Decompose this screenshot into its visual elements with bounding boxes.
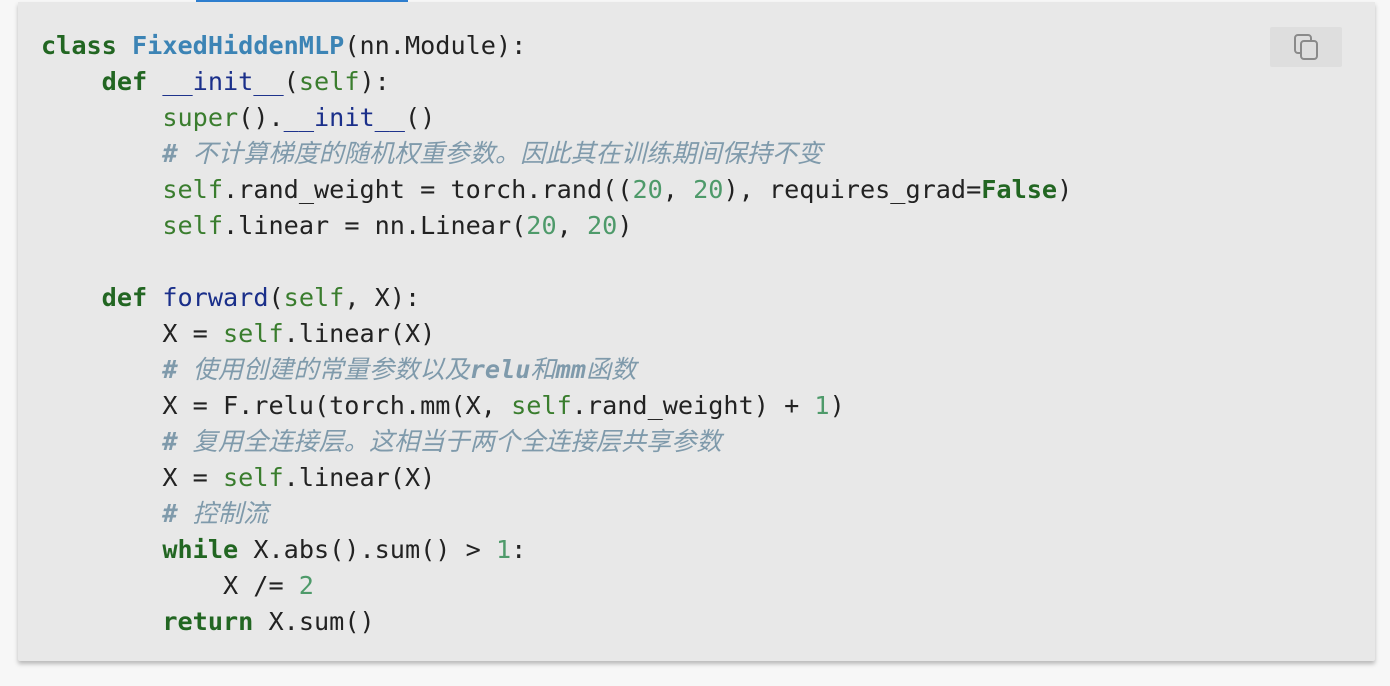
code-line: while X.abs().sum() > 1: (41, 532, 1072, 568)
code-line: # 使用创建的常量参数以及relu和mm函数 (41, 352, 1072, 388)
token-class-name: FixedHiddenMLP (132, 31, 345, 60)
token-code-text: X /= (41, 571, 299, 600)
token-keyword: def (101, 283, 148, 312)
code-block: class FixedHiddenMLP(nn.Module): def __i… (18, 2, 1375, 661)
token-code-text (147, 67, 162, 96)
token-code-text: .linear(X) (283, 463, 436, 492)
code-line: def forward(self, X): (41, 280, 1072, 316)
token-code-text: () (404, 103, 436, 132)
token-builtin: self (283, 283, 345, 312)
token-comment: # (162, 427, 193, 456)
token-keyword: class (41, 31, 117, 60)
token-builtin: self (162, 211, 223, 240)
token-code-text: ) (617, 211, 633, 240)
token-comment: 函数 (585, 355, 637, 384)
token-code-text (41, 607, 162, 636)
code-line: self.linear = nn.Linear(20, 20) (41, 208, 1072, 244)
token-number: 20 (693, 175, 724, 204)
token-code-text: ) (829, 391, 845, 420)
copy-icon (1294, 34, 1318, 60)
token-builtin: self (162, 175, 223, 204)
token-code-text (41, 139, 162, 168)
token-code-text: ( (268, 283, 284, 312)
code-line: super().__init__() (41, 100, 1072, 136)
code-content: class FixedHiddenMLP(nn.Module): def __i… (41, 28, 1072, 640)
token-comment: # (162, 355, 193, 384)
code-line: def __init__(self): (41, 64, 1072, 100)
token-comment: 控制流 (192, 499, 269, 528)
code-line: # 不计算梯度的随机权重参数。因此其在训练期间保持不变 (41, 136, 1072, 172)
token-function-name: forward (162, 283, 269, 312)
token-code-text (147, 283, 162, 312)
code-line: class FixedHiddenMLP(nn.Module): (41, 28, 1072, 64)
token-code-text (41, 67, 102, 96)
token-number: 1 (814, 391, 830, 420)
token-code-text (41, 283, 102, 312)
token-keyword: False (981, 175, 1058, 204)
token-code-text: X = (41, 319, 223, 348)
token-number: 20 (526, 211, 557, 240)
token-number: 20 (586, 211, 618, 240)
token-comment: 和 (530, 355, 556, 384)
token-builtin: super (162, 103, 239, 132)
token-number: 1 (495, 535, 512, 564)
token-code-text: X = (41, 463, 223, 492)
token-builtin: self (222, 319, 284, 348)
code-line: return X.sum() (41, 604, 1072, 640)
code-line: self.rand_weight = torch.rand((20, 20), … (41, 172, 1072, 208)
code-line (41, 244, 1072, 280)
token-code-text: X.abs().sum() > (238, 535, 496, 564)
token-comment: relu (469, 355, 531, 384)
token-code-text: , (662, 175, 694, 204)
code-line: X /= 2 (41, 568, 1072, 604)
token-code-text: X = F.relu(torch.mm(X, (41, 391, 512, 420)
token-keyword: return (162, 607, 254, 636)
token-code-text (41, 211, 162, 240)
token-code-text (41, 355, 162, 384)
token-code-text: ), requires_grad= (723, 175, 982, 204)
token-comment: # (162, 499, 193, 528)
token-code-text (41, 103, 162, 132)
copy-button[interactable] (1270, 27, 1342, 67)
token-builtin: self (222, 463, 284, 492)
token-comment: mm (555, 355, 586, 384)
token-function-name: __init__ (162, 67, 284, 96)
token-code-text: .linear(X) (283, 319, 436, 348)
token-comment: 复用全连接层。这相当于两个全连接层共享参数 (192, 427, 722, 456)
token-builtin: self (511, 391, 572, 420)
token-function-name: __init__ (283, 103, 405, 132)
token-comment: 不计算梯度的随机权重参数。因此其在训练期间保持不变 (192, 139, 823, 168)
code-line: # 复用全连接层。这相当于两个全连接层共享参数 (41, 424, 1072, 460)
token-code-text: : (511, 535, 527, 564)
token-code-text: ) (1057, 175, 1073, 204)
token-builtin: self (298, 67, 360, 96)
token-code-text: , (556, 211, 587, 240)
token-code-text: ( (283, 67, 299, 96)
code-line: X = self.linear(X) (41, 460, 1072, 496)
token-code-text (41, 499, 162, 528)
token-code-text (41, 175, 162, 204)
token-keyword: def (101, 67, 148, 96)
code-line: X = self.linear(X) (41, 316, 1072, 352)
token-code-text: ): (359, 67, 390, 96)
token-code-text: X.sum() (253, 607, 375, 636)
token-number: 20 (632, 175, 663, 204)
token-code-text (117, 31, 132, 60)
token-code-text (41, 427, 162, 456)
token-comment: 使用创建的常量参数以及 (192, 355, 470, 384)
token-code-text: .rand_weight = torch.rand(( (223, 175, 633, 204)
token-code-text: (nn.Module): (344, 31, 527, 60)
token-code-text (41, 535, 162, 564)
token-comment: # (162, 139, 193, 168)
active-tab-indicator (196, 0, 408, 3)
token-code-text: (). (238, 103, 284, 132)
token-keyword: while (162, 535, 239, 564)
token-code-text: , X): (344, 283, 421, 312)
token-number: 2 (298, 571, 314, 600)
token-code-text: .rand_weight) + (571, 391, 815, 420)
code-line: X = F.relu(torch.mm(X, self.rand_weight)… (41, 388, 1072, 424)
token-code-text: .linear = nn.Linear( (223, 211, 527, 240)
code-line: # 控制流 (41, 496, 1072, 532)
